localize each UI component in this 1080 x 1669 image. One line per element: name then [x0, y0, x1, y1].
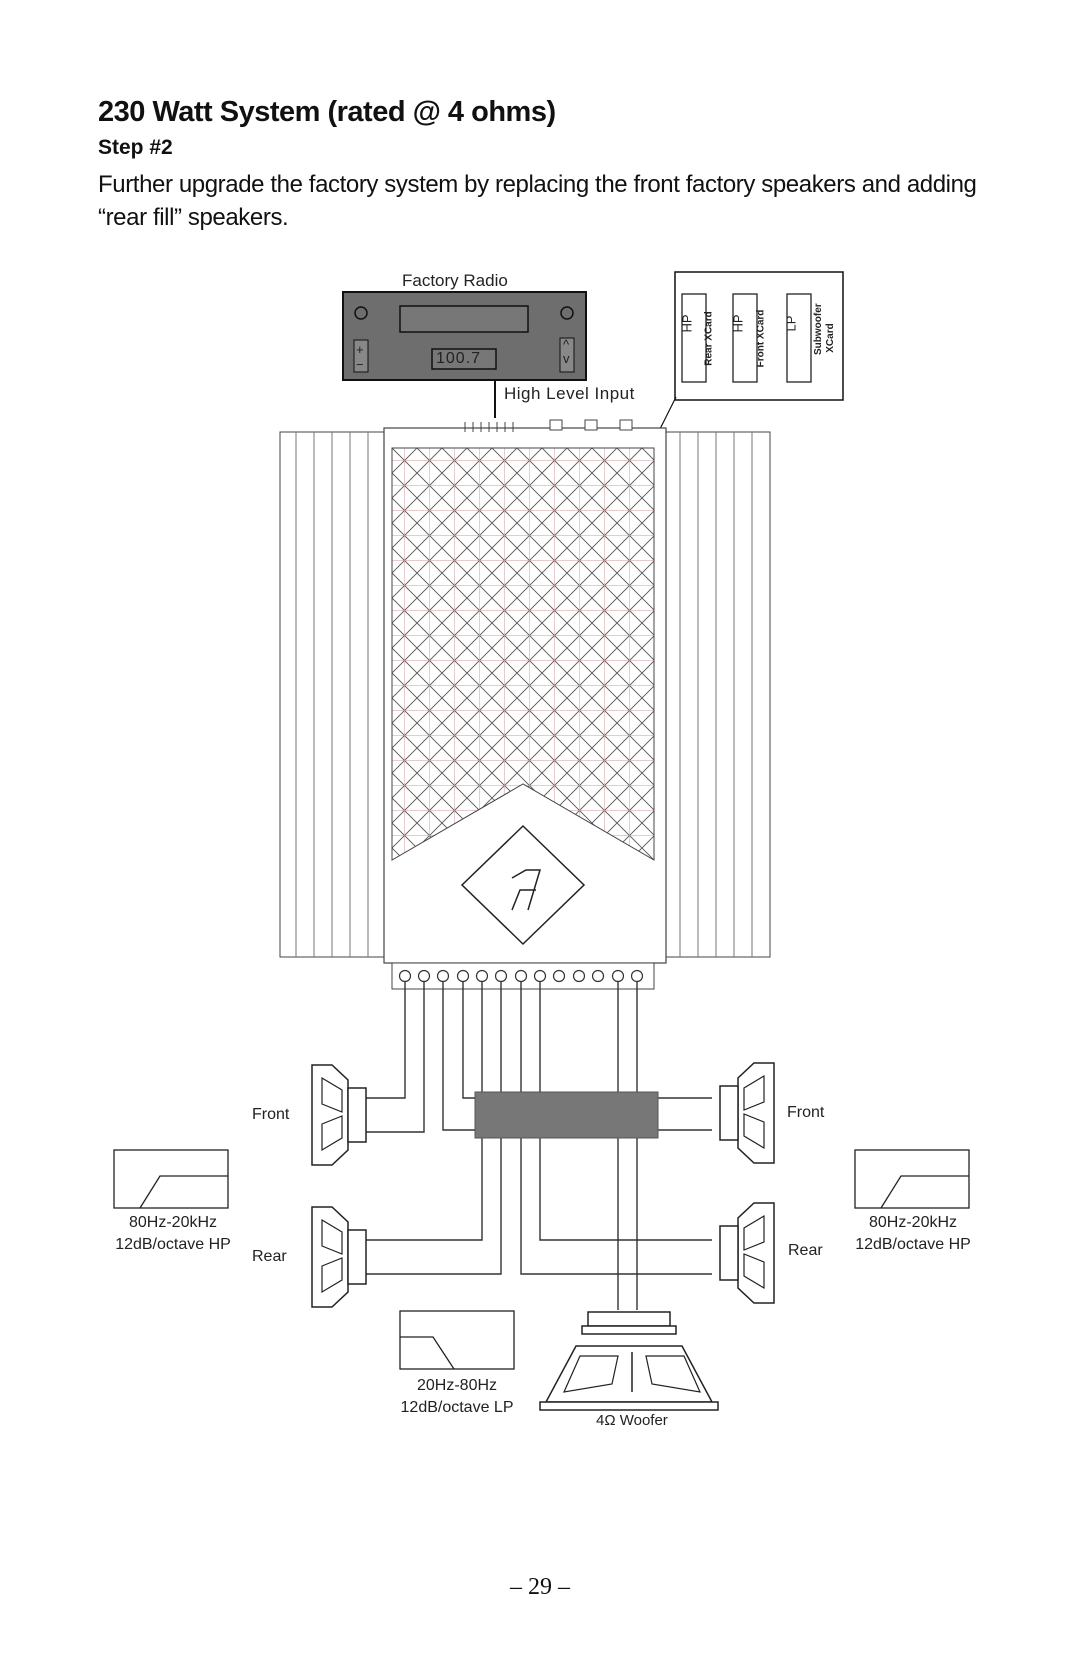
sub-lp-range: 20Hz-80Hz	[416, 1377, 498, 1394]
right-hp-filter-text: 80Hz-20kHz 12dB/octave HP	[838, 1212, 988, 1256]
xcard-rear-name: Rear XCard	[703, 311, 715, 366]
right-hp-slope: 12dB/octave HP	[855, 1236, 971, 1253]
sub-lp-slope: 12dB/octave LP	[400, 1399, 514, 1416]
amplifier	[279, 419, 771, 990]
factory-radio	[342, 291, 587, 381]
sub-lp-filter-graph	[399, 1310, 515, 1370]
front-left-label: Front	[252, 1106, 290, 1123]
left-hp-filter-graph	[113, 1149, 229, 1209]
radio-frequency-display: 100.7	[436, 350, 482, 367]
left-hp-filter-text: 80Hz-20kHz 12dB/octave HP	[98, 1212, 248, 1256]
speaker-wires	[360, 982, 712, 1310]
left-hp-range: 80Hz-20kHz	[128, 1214, 218, 1231]
woofer-speaker	[539, 1311, 719, 1411]
woofer-label: 4Ω Woofer	[596, 1412, 668, 1429]
rear-right-speaker	[719, 1202, 775, 1304]
front-right-speaker	[719, 1062, 775, 1164]
rear-left-label: Rear	[252, 1248, 287, 1265]
front-right-label: Front	[787, 1104, 825, 1121]
rear-right-label: Rear	[788, 1242, 823, 1259]
xcard-panel	[627, 271, 844, 494]
xcard-rear-filter: HP	[679, 314, 695, 333]
factory-radio-label: Factory Radio	[402, 271, 508, 290]
left-hp-slope: 12dB/octave HP	[115, 1236, 231, 1253]
front-left-speaker	[311, 1064, 367, 1166]
xcard-sub-filter: LP	[783, 315, 799, 332]
page-title: 230 Watt System (rated @ 4 ohms)	[98, 96, 556, 128]
xcard-sub-name: Subwoofer XCard	[813, 303, 836, 355]
high-level-input-label: High Level Input	[504, 384, 635, 403]
radio-plus-minus-icon: +−	[356, 342, 364, 372]
xcard-front-name: Front XCard	[755, 309, 767, 368]
xcard-front-filter: HP	[730, 314, 746, 333]
right-hp-filter-graph	[854, 1149, 970, 1209]
radio-tune-arrows-icon: ^v	[563, 337, 570, 366]
description-text: Further upgrade the factory system by re…	[98, 171, 977, 231]
step-heading: Step #2	[98, 136, 173, 159]
right-hp-range: 80Hz-20kHz	[868, 1214, 958, 1231]
rear-left-speaker	[311, 1206, 367, 1308]
sub-lp-filter-text: 20Hz-80Hz 12dB/octave LP	[382, 1375, 532, 1419]
page-number: – 29 –	[510, 1574, 570, 1600]
wire-bundle	[474, 1091, 659, 1139]
